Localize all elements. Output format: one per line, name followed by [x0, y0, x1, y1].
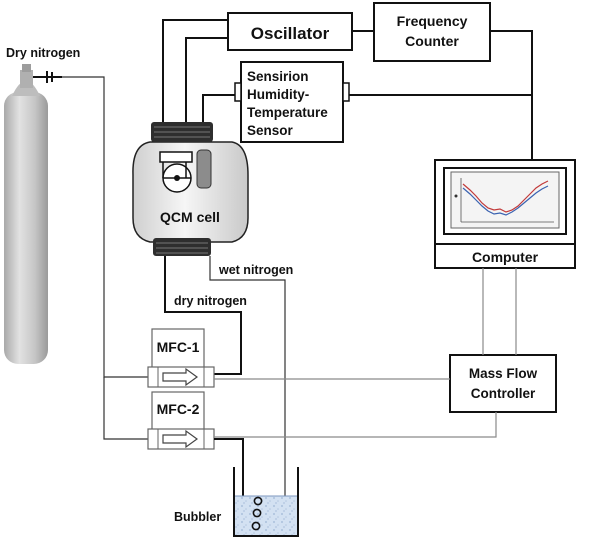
- computer-screen-plot: [454, 178, 554, 223]
- humidity-temperature-sensor-box: Sensirion Humidity- Temperature Sensor: [234, 61, 350, 143]
- mass-flow-controller-label-2: Controller: [471, 386, 536, 401]
- dry-nitrogen-tank-label: Dry nitrogen: [6, 46, 80, 60]
- wet-nitrogen-label: wet nitrogen: [218, 263, 293, 277]
- cylinder-valve: [33, 71, 62, 83]
- dry-nitrogen-line: [164, 256, 242, 375]
- oscillator-box: Oscillator: [227, 12, 353, 51]
- frequency-counter-label-1: Frequency: [397, 13, 468, 29]
- mfc2-unit: MFC-2: [147, 391, 215, 450]
- sensor-label-4: Sensor: [247, 123, 294, 138]
- sensor-label-2: Humidity-: [247, 87, 309, 102]
- wet-nitrogen-line: [209, 256, 286, 534]
- mass-flow-controller-label-1: Mass Flow: [469, 366, 538, 381]
- mfc1-unit: MFC-1: [147, 328, 215, 388]
- control-signal-lines: [214, 268, 517, 438]
- mfc2-bubbler-line: [214, 438, 244, 519]
- oscillator-label: Oscillator: [251, 24, 330, 43]
- computer: Computer: [434, 159, 576, 269]
- frequency-counter-label-2: Counter: [405, 33, 459, 49]
- nitrogen-cylinder: [4, 64, 48, 364]
- bubbler-vessel: [233, 467, 299, 537]
- bubbler-label: Bubbler: [174, 510, 221, 524]
- frequency-counter-box: Frequency Counter: [373, 2, 491, 62]
- computer-label: Computer: [472, 249, 539, 265]
- qcm-cell-label: QCM cell: [160, 209, 220, 225]
- qcm-cell: [132, 122, 249, 256]
- mass-flow-controller-box: Mass Flow Controller: [449, 354, 557, 413]
- sensor-label-3: Temperature: [247, 105, 328, 120]
- mfc1-label: MFC-1: [157, 339, 200, 355]
- dry-nitrogen-line-label: dry nitrogen: [174, 294, 247, 308]
- sensor-label-1: Sensirion: [247, 69, 309, 84]
- gas-supply-lines: [62, 76, 148, 440]
- mfc2-label: MFC-2: [157, 401, 200, 417]
